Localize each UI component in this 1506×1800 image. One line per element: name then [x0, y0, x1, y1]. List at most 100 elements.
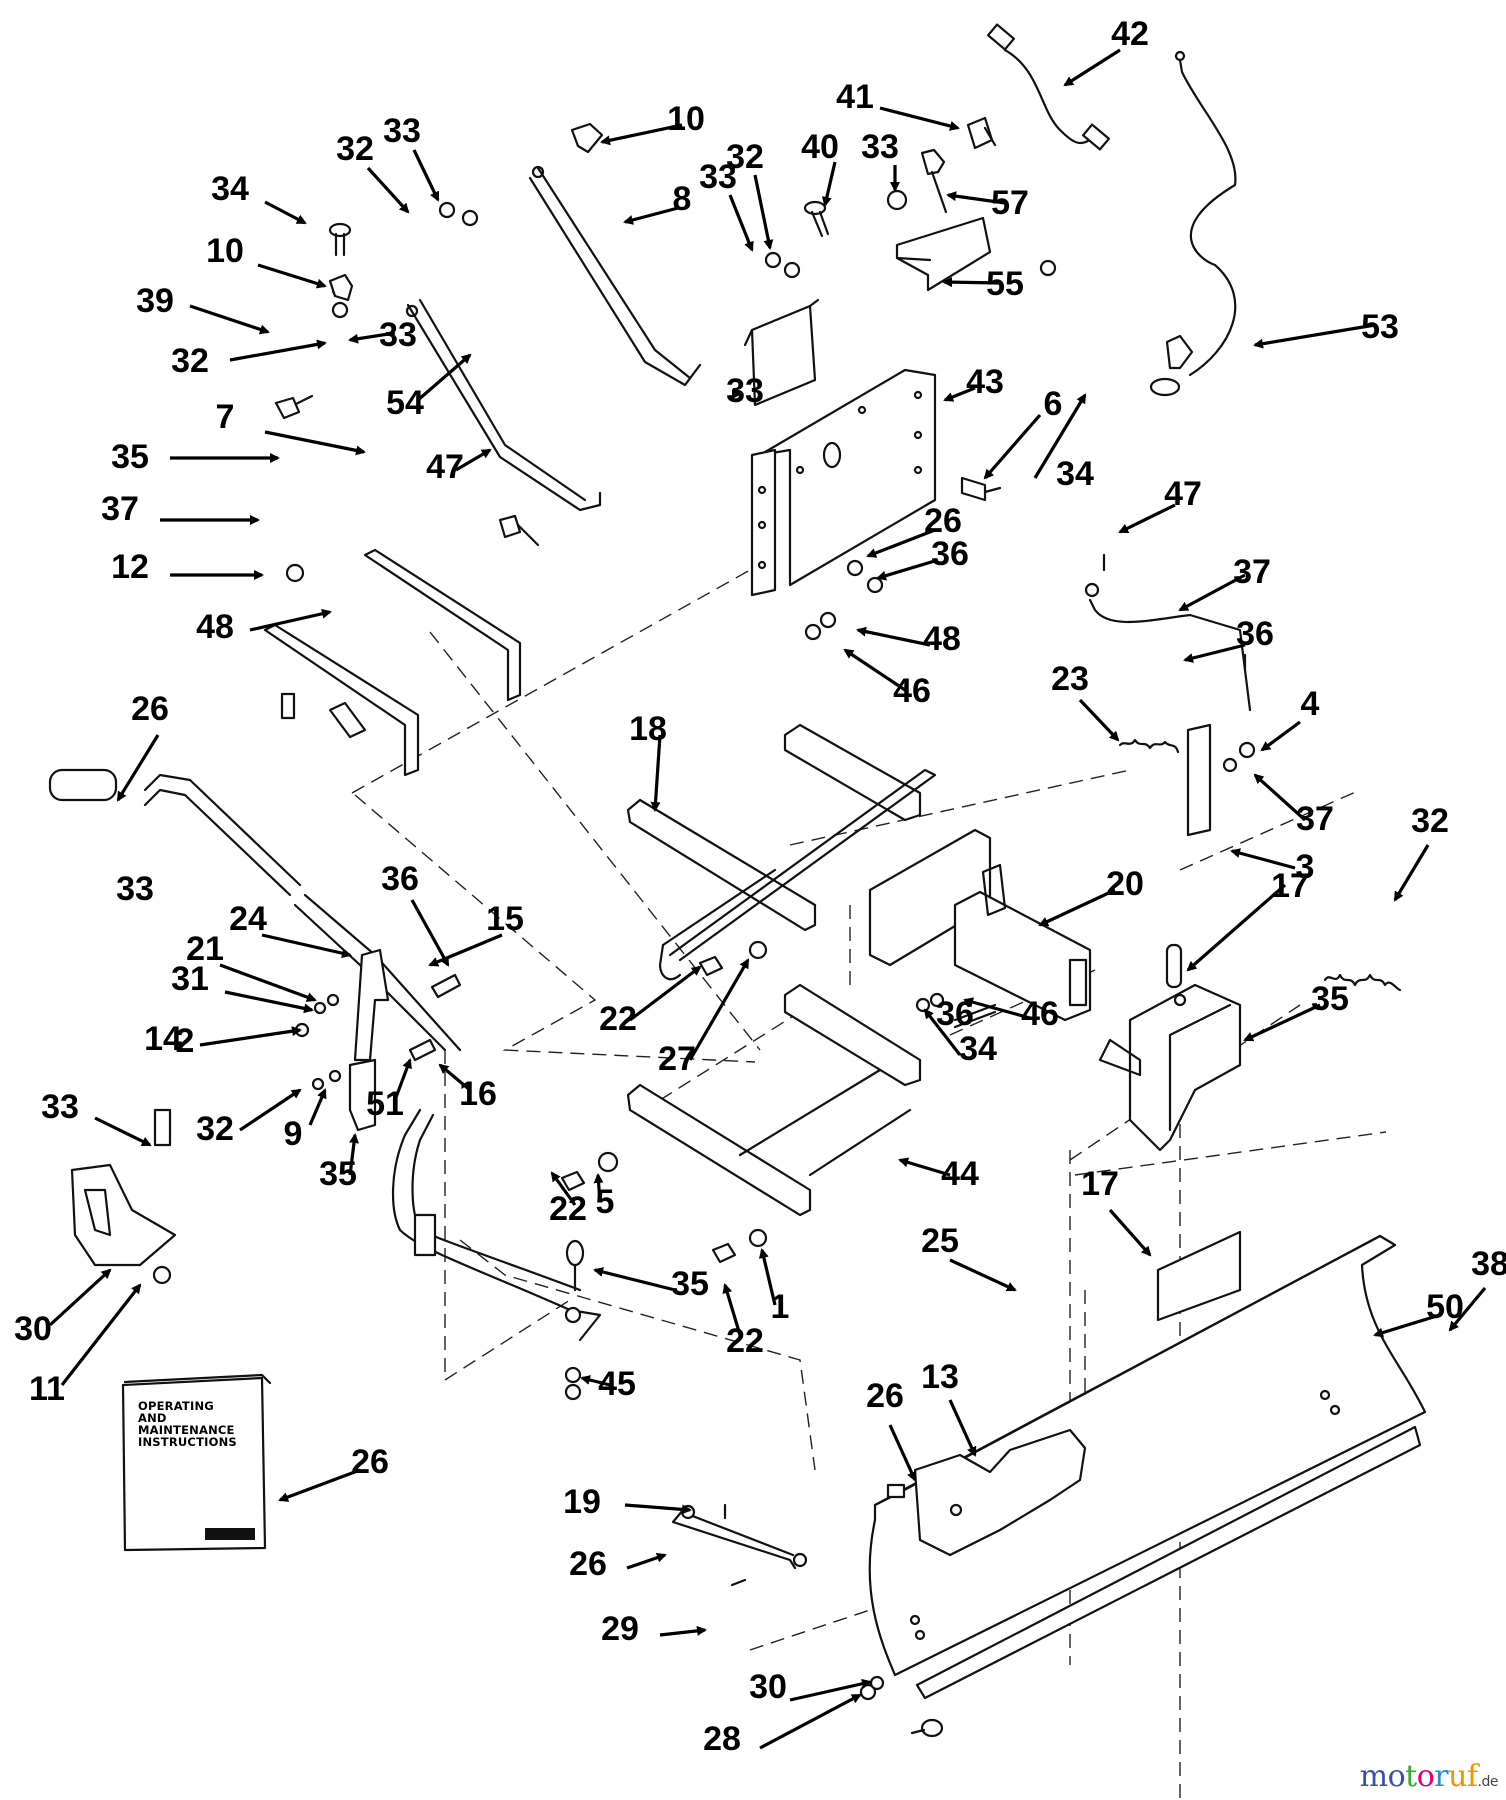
part-number-label[interactable]: 57 [991, 184, 1029, 222]
callout-19[interactable]: 19 [563, 1483, 692, 1521]
callout-30[interactable]: 30 [14, 1268, 112, 1348]
callout-36[interactable]: 36 [936, 995, 974, 1033]
part-number-label[interactable]: 46 [1021, 995, 1059, 1033]
callout-42[interactable]: 42 [1063, 15, 1149, 87]
part-number-label[interactable]: 45 [598, 1365, 636, 1403]
part-number-label[interactable]: 30 [749, 1668, 787, 1706]
part-number-label[interactable]: 17 [1081, 1165, 1119, 1203]
part-number-label[interactable]: 16 [459, 1075, 497, 1113]
callout-37[interactable]: 37 [1253, 773, 1334, 838]
part-1-blade[interactable] [868, 1234, 1427, 1677]
callout-55[interactable]: 55 [942, 265, 1024, 303]
part-38-nut[interactable] [564, 1306, 582, 1401]
part-number-label[interactable]: 32 [1411, 802, 1449, 840]
callout-37[interactable]: 37 [1178, 553, 1271, 612]
part-number-label[interactable]: 34 [1056, 455, 1094, 493]
part-number-label[interactable]: 54 [386, 384, 424, 422]
part-number-label[interactable]: 4 [1301, 685, 1320, 723]
callout-34[interactable]: 34 [211, 170, 307, 225]
callout-8[interactable]: 8 [623, 180, 691, 225]
part-number-label[interactable]: 33 [699, 158, 737, 196]
callout-33[interactable]: 33 [699, 158, 754, 252]
part-number-label[interactable]: 33 [116, 870, 154, 908]
part-number-label[interactable]: 39 [136, 282, 174, 320]
part-18-spring[interactable] [1118, 738, 1180, 754]
callout-40[interactable]: 40 [801, 128, 839, 207]
part-50-bracket[interactable] [70, 1163, 177, 1267]
part-number-label[interactable]: 34 [211, 170, 249, 208]
part-number-label[interactable]: 37 [1296, 800, 1334, 838]
part-6-mounting-plate[interactable] [750, 368, 937, 597]
part-number-label[interactable]: 41 [836, 78, 874, 116]
part-number-label[interactable]: 47 [1164, 475, 1202, 513]
part-number-label[interactable]: 13 [921, 1358, 959, 1396]
callout-6[interactable]: 6 [983, 385, 1063, 480]
part-number-label[interactable]: 36 [381, 860, 419, 898]
callout-1[interactable]: 1 [758, 1248, 790, 1326]
part-number-label[interactable]: 33 [726, 372, 764, 410]
part-42-wire-harness[interactable] [986, 23, 1111, 151]
part-number-label[interactable]: 43 [966, 363, 1004, 401]
part-number-label[interactable]: 17 [1271, 867, 1309, 905]
callout-32[interactable]: 32 [336, 130, 410, 214]
callout-53[interactable]: 53 [1253, 308, 1399, 349]
part-number-label[interactable]: 28 [703, 1720, 741, 1758]
part-number-label[interactable]: 32 [171, 342, 209, 380]
part-number-label[interactable]: 27 [658, 1040, 696, 1078]
part-36-37-washer-nut[interactable] [804, 559, 884, 641]
callout-37[interactable]: 37 [101, 490, 260, 528]
part-number-label[interactable]: 10 [667, 100, 705, 138]
part-35-bolt[interactable] [498, 514, 540, 547]
callout-33[interactable]: 33 [348, 316, 417, 354]
part-number-label[interactable]: 37 [1233, 553, 1271, 591]
callout-32[interactable]: 32 [171, 339, 327, 380]
part-number-label[interactable]: 1 [771, 1288, 790, 1326]
part-29-washer[interactable] [869, 1675, 885, 1691]
part-number-label[interactable]: 48 [196, 608, 234, 646]
callout-35[interactable]: 35 [1243, 980, 1349, 1042]
callout-48[interactable]: 48 [856, 620, 961, 658]
callout-28[interactable]: 28 [703, 1693, 862, 1758]
callout-47[interactable]: 47 [426, 448, 492, 486]
part-number-label[interactable]: 6 [1044, 385, 1063, 423]
part-19-pivot[interactable] [886, 1483, 906, 1499]
callout-5[interactable]: 5 [593, 1173, 615, 1221]
callout-41[interactable]: 41 [836, 78, 960, 131]
part-48-bolt[interactable] [280, 692, 367, 739]
part-number-label[interactable]: 55 [986, 265, 1024, 303]
part-53-ground-wire[interactable] [1149, 50, 1237, 397]
part-number-label[interactable]: 7 [216, 398, 235, 436]
part-9-lift-arm[interactable] [391, 1108, 602, 1342]
part-4-frame[interactable] [626, 723, 937, 981]
callout-10[interactable]: 10 [600, 100, 705, 146]
part-number-label[interactable]: 12 [111, 548, 149, 586]
part-44-decal[interactable] [1156, 1230, 1242, 1322]
callout-12[interactable]: 12 [111, 548, 264, 586]
callout-29[interactable]: 29 [601, 1610, 707, 1648]
part-number-label[interactable]: 37 [101, 490, 139, 528]
callout-13[interactable]: 13 [921, 1358, 977, 1457]
part-number-label[interactable]: 15 [486, 900, 524, 938]
callout-33[interactable]: 33 [116, 870, 154, 908]
part-number-label[interactable]: 34 [959, 1030, 997, 1068]
part-number-label[interactable]: 21 [186, 930, 224, 968]
callout-54[interactable]: 54 [386, 353, 472, 422]
callout-26[interactable]: 26 [278, 1443, 389, 1502]
part-number-label[interactable]: 35 [319, 1155, 357, 1193]
part-number-label[interactable]: 26 [569, 1545, 607, 1583]
part-number-label[interactable]: 33 [861, 128, 899, 166]
part-number-label[interactable]: 33 [41, 1088, 79, 1126]
callout-16[interactable]: 16 [438, 1063, 497, 1113]
part-33-nut[interactable] [331, 189, 1057, 319]
part-number-label[interactable]: 51 [366, 1085, 404, 1123]
part-7-arm[interactable] [405, 298, 602, 512]
callout-2[interactable]: 2 [176, 1022, 195, 1060]
part-43-bracket[interactable] [743, 298, 820, 407]
part-number-label[interactable]: 11 [29, 1370, 65, 1408]
part-number-label[interactable]: 26 [924, 502, 962, 540]
part-number-label[interactable]: 26 [351, 1443, 389, 1481]
callout-24[interactable]: 24 [229, 900, 352, 959]
callout-18[interactable]: 18 [629, 710, 667, 812]
part-16-plate[interactable] [348, 1058, 377, 1132]
callout-36[interactable]: 36 [1183, 615, 1274, 663]
